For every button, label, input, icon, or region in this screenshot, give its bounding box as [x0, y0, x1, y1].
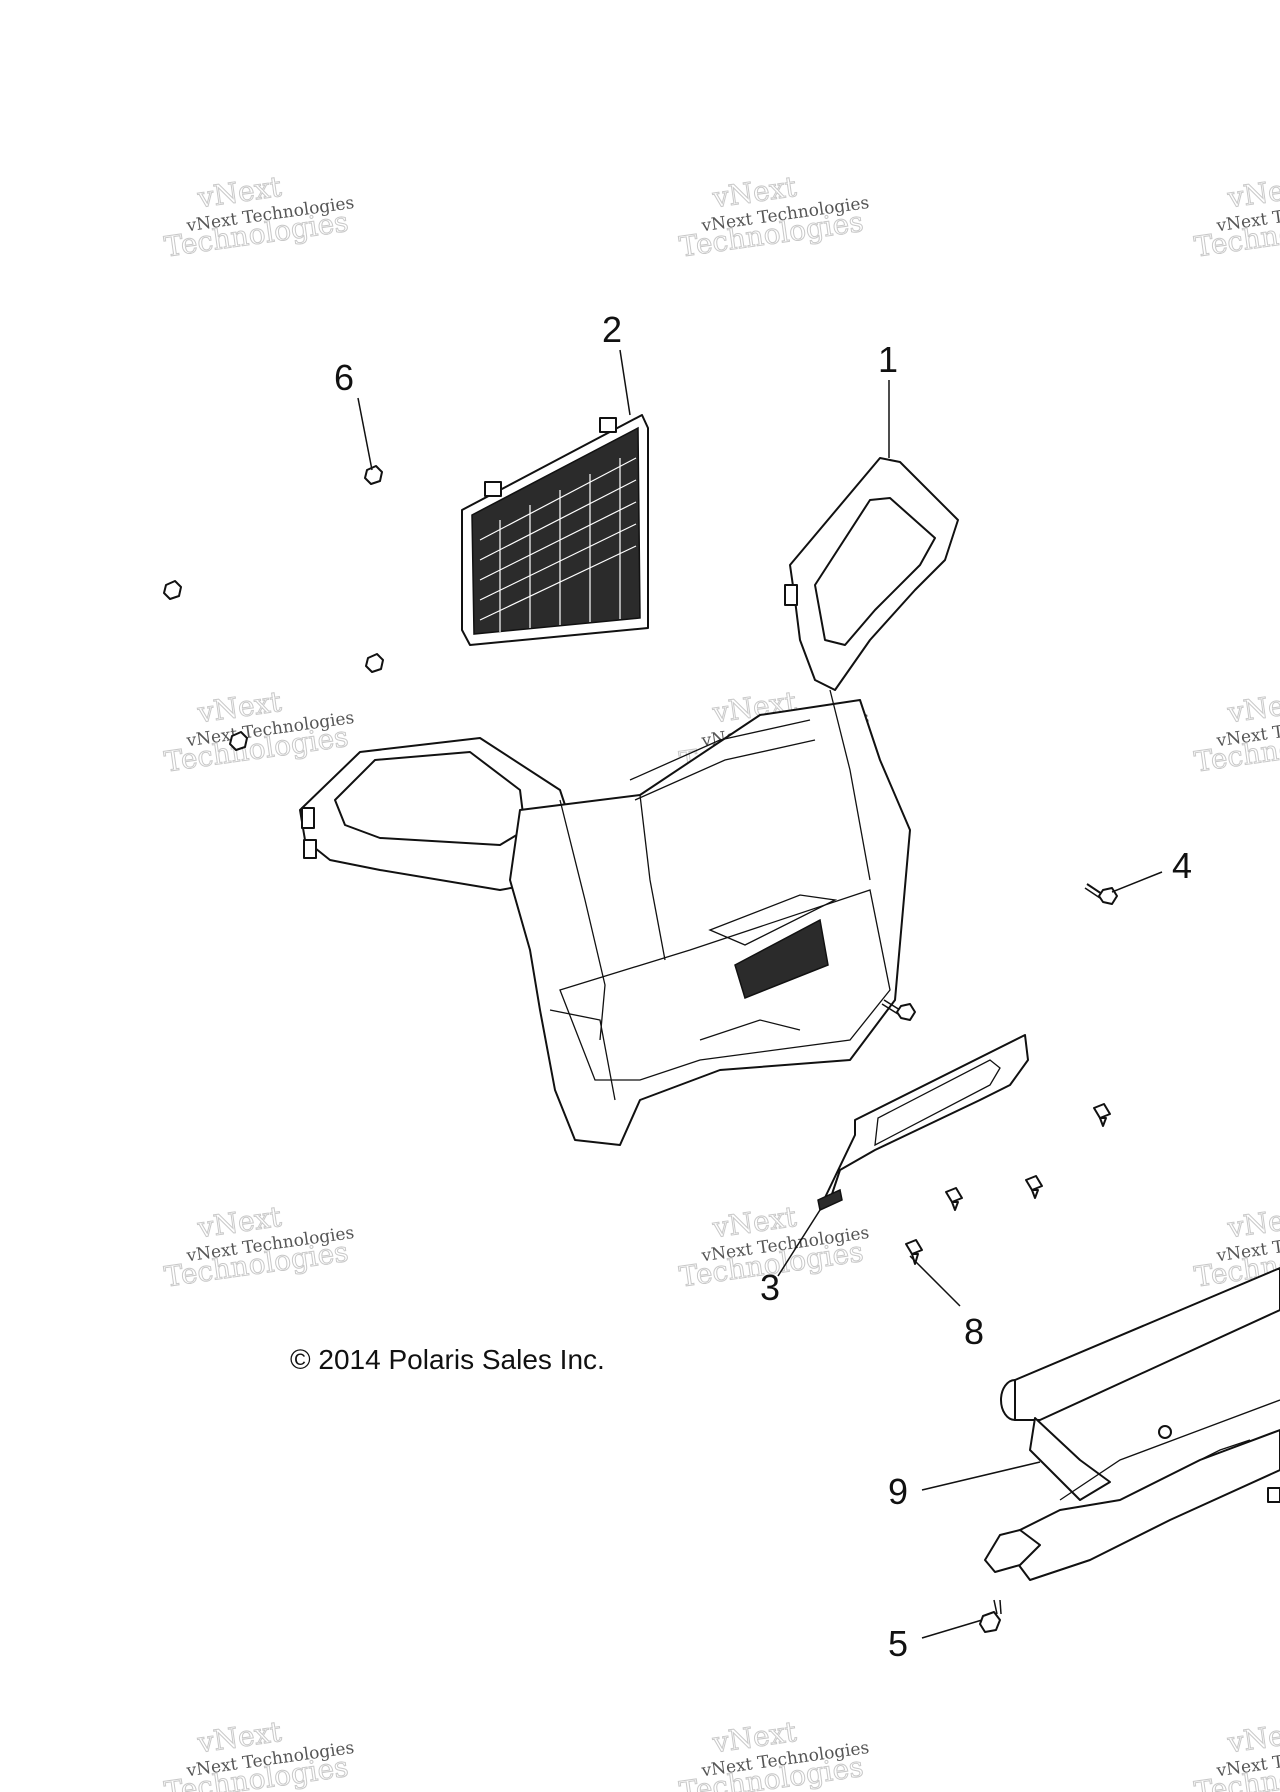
watermark: vNext vNext Technologies Technologies [1192, 169, 1280, 264]
push-rivet-part[interactable] [905, 1103, 1111, 1265]
leader-lines [357, 349, 1163, 1639]
watermark: vNext vNext Technologies Technologies [677, 169, 871, 264]
bolt-part[interactable] [881, 883, 1118, 1021]
callout-4[interactable]: 4 [1172, 845, 1192, 886]
copyright-text: © 2014 Polaris Sales Inc. [290, 1344, 605, 1375]
bolt-5-part[interactable] [979, 1599, 1002, 1633]
callout-9[interactable]: 9 [888, 1471, 908, 1512]
watermark: vNext vNext Technologies Technologies [162, 1714, 356, 1792]
watermark: vNext vNext Technologies Technologies [162, 684, 356, 779]
watermark: vNext vNext Technologies Technologies [677, 1714, 871, 1792]
watermark: vNext vNext Technologies Technologies [1192, 1714, 1280, 1792]
nut-part[interactable] [163, 465, 384, 751]
callouts: 1 2 3 4 5 6 8 9 [334, 309, 1192, 1664]
watermark: vNext vNext Technologies Technologies [162, 1199, 356, 1294]
callout-6[interactable]: 6 [334, 357, 354, 398]
front-cab-part[interactable] [299, 457, 959, 1146]
callout-2[interactable]: 2 [602, 309, 622, 350]
callout-3[interactable]: 3 [760, 1267, 780, 1308]
watermark: vNext vNext Technologies Technologies [162, 169, 356, 264]
watermark: vNext vNext Technologies Technologies [1192, 684, 1280, 779]
callout-5[interactable]: 5 [888, 1623, 908, 1664]
callout-1[interactable]: 1 [878, 339, 898, 380]
grille-screen-part[interactable] [461, 414, 649, 646]
callout-8[interactable]: 8 [964, 1311, 984, 1352]
front-bumper-part[interactable] [984, 1267, 1280, 1581]
lower-skid-cover-part[interactable] [817, 1034, 1029, 1212]
